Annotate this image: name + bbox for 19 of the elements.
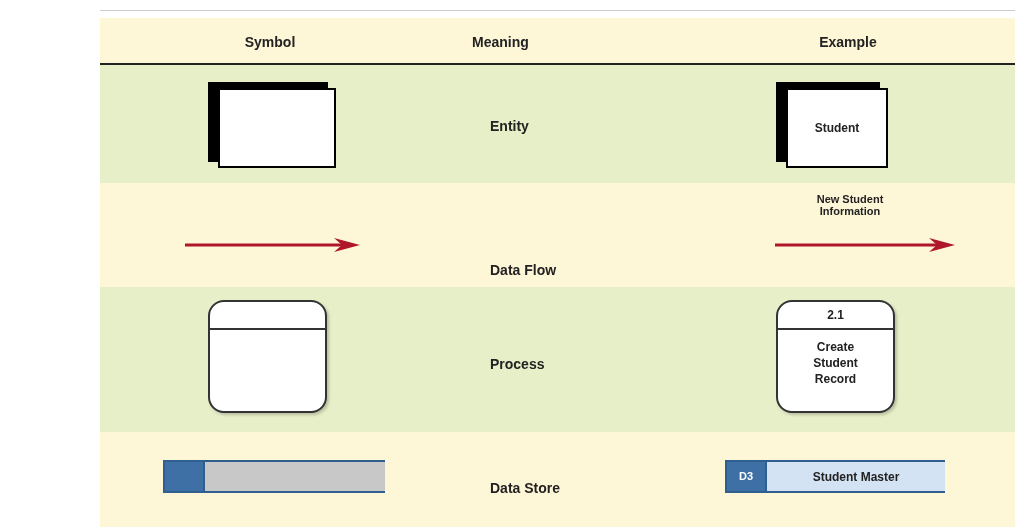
column-header: Symbol [243, 33, 297, 52]
column-header: Example [818, 33, 878, 52]
entity-box [776, 82, 888, 168]
symbol-meaning: Data Flow [490, 261, 558, 280]
symbol-meaning: Data Store [490, 479, 562, 498]
data-store [725, 460, 945, 493]
flow-label: New Student Information [815, 193, 885, 217]
process-name: Create Student Record [812, 338, 859, 387]
entity-name: Student [814, 120, 860, 137]
column-header: Meaning [472, 33, 530, 52]
entity-box [208, 82, 336, 168]
store-id: D3 [738, 469, 754, 485]
store-name: Student Master [812, 468, 900, 486]
symbol-meaning: Entity [490, 117, 530, 136]
data-store [163, 460, 385, 493]
process-id: 2.1 [827, 307, 844, 324]
symbol-meaning: Process [490, 355, 546, 374]
process-box [208, 300, 327, 413]
process-box [776, 300, 895, 413]
